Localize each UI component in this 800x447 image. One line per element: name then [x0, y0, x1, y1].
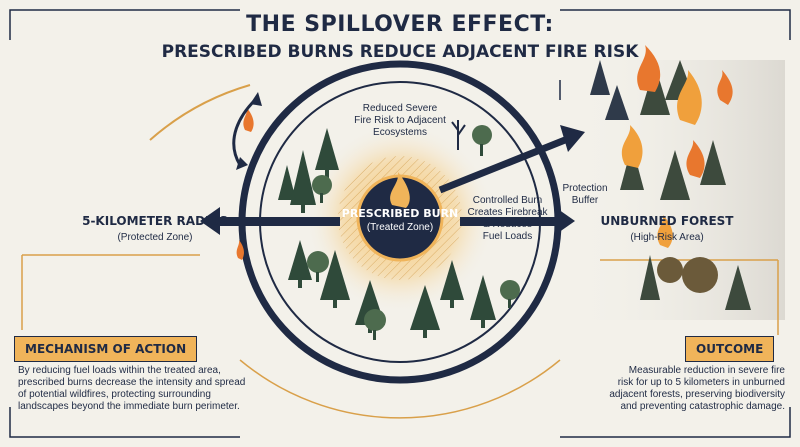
callout-right-line: Fuel Loads — [482, 231, 533, 242]
tree-cluster-top-right — [451, 120, 492, 156]
left-zone-subtitle: (Protected Zone) — [117, 232, 193, 243]
right-arrow — [460, 207, 575, 235]
page-subtitle: PRESCRIBED BURNS REDUCE ADJACENT FIRE RI… — [161, 42, 639, 62]
callout-buffer-line: Protection — [562, 183, 608, 194]
callout-right-line: & Reduces — [483, 219, 532, 230]
callout-buffer: Protection Buffer — [555, 183, 615, 207]
callout-right-inner: Controlled Burn Creates Firebreak & Redu… — [460, 195, 555, 243]
tree-cluster-left — [278, 128, 339, 213]
center-zone-subtitle: (Treated Zone) — [366, 222, 434, 233]
callout-buffer-line: Buffer — [571, 195, 599, 206]
callout-top-line: Reduced Severe — [362, 103, 438, 114]
tree-cluster-bottom — [288, 240, 520, 340]
mechanism-line: of potential wildfires, protecting surro… — [18, 389, 211, 400]
outcome-body: Measurable reduction in severe fire risk… — [575, 365, 785, 413]
mechanism-body: By reducing fuel loads within the treate… — [18, 365, 278, 413]
mechanism-title: MECHANISM OF ACTION — [14, 336, 198, 362]
diagonal-arrow — [438, 125, 585, 194]
center-zone-title: PRESCRIBED BURN — [341, 207, 459, 220]
curved-arrow-top-left — [232, 92, 262, 170]
outcome-line: and preventing catastrophic damage. — [620, 401, 785, 412]
mechanism-line: landscapes beyond the immediate burn per… — [18, 401, 240, 412]
callout-right-line: Creates Firebreak — [467, 207, 548, 218]
callout-top-line: Fire Risk to Adjacent — [354, 115, 446, 126]
right-zone-title: UNBURNED FOREST — [600, 214, 734, 228]
mechanism-line: By reducing fuel loads within the treate… — [18, 365, 221, 376]
callout-top: Reduced Severe Fire Risk to Adjacent Eco… — [345, 103, 455, 139]
left-zone-title: 5-KILOMETER RADIUS — [82, 214, 228, 228]
callout-right-line: Controlled Burn — [472, 195, 543, 206]
page-title: THE SPILLOVER EFFECT: — [246, 12, 554, 37]
wildfire-flames — [236, 45, 733, 260]
right-zone-subtitle: (High-Risk Area) — [630, 232, 704, 243]
left-arrow — [200, 207, 340, 235]
mechanism-line: prescribed burns decrease the intensity … — [18, 377, 246, 388]
outcome-line: Measurable reduction in severe fire — [628, 365, 785, 376]
outcome-title: OUTCOME — [685, 336, 775, 362]
callout-top-line: Ecosystems — [373, 127, 427, 138]
outcome-line: risk for up to 5 kilometers in unburned — [617, 377, 785, 388]
outcome-line: adjacent forests, preserving biodiversit… — [609, 389, 785, 400]
